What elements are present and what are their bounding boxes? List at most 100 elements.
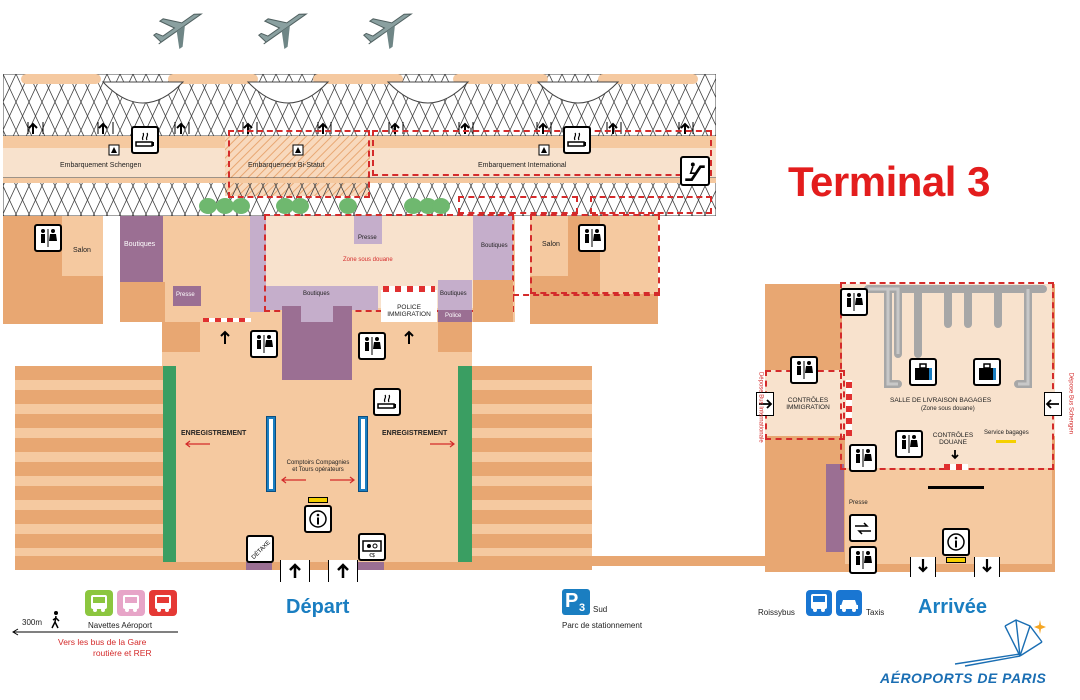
salle-livraison: SALLE DE LIVRAISON BAGAGES — [890, 397, 992, 404]
airplane-icon — [152, 13, 203, 49]
depose-bus-internationale: Dépose Bus Internationale — [757, 371, 764, 443]
enregistrement-right: ENREGISTREMENT — [382, 430, 448, 437]
enregistrement-left: ENREGISTREMENT — [181, 430, 247, 437]
toilets-icon — [849, 444, 877, 472]
arrivals-divider — [928, 486, 984, 489]
zone-boutiques-center: Boutiques — [303, 291, 330, 297]
presse-left — [173, 286, 201, 306]
baggage-icon — [973, 358, 1001, 386]
zone-salon-left: Salon — [73, 247, 91, 254]
hall-bottom-strip — [162, 562, 472, 570]
p3-number: 3 — [579, 602, 586, 614]
arrivals-purple — [826, 464, 844, 552]
zone-boutiques-center-right: Boutiques — [440, 291, 467, 297]
roissybus-label: Roissybus — [758, 608, 795, 617]
arrow-left-icon — [281, 476, 306, 484]
shuttle-bus-red-icon — [149, 590, 177, 616]
svg-text:DÉTAXE: DÉTAXE — [250, 539, 272, 561]
adp-logo-icon — [954, 619, 1046, 667]
info-icon — [304, 505, 332, 533]
svg-text:€$: €$ — [369, 553, 375, 559]
police-box — [438, 310, 472, 322]
police-immigration-box — [381, 290, 437, 322]
zone-presse-center: Presse — [358, 235, 377, 241]
p3-letter: P — [565, 590, 579, 612]
navettes-label: Navettes Aéroport — [88, 621, 153, 630]
boutiques-right-block — [473, 216, 513, 280]
smoking-icon — [131, 126, 159, 154]
boutiques-center-right — [438, 280, 472, 310]
arrow-up-icon — [404, 330, 414, 344]
green-wall-left — [162, 366, 176, 566]
toilets-icon — [250, 330, 278, 358]
controles-immigration: CONTRÔLES IMMIGRATION — [786, 397, 830, 412]
smoking-icon — [373, 388, 401, 416]
arrow-right-icon — [430, 440, 455, 448]
parking-p3-icon: P 3 — [562, 589, 590, 615]
distance-label: 300m — [22, 618, 43, 627]
salon-left-inner — [62, 216, 103, 276]
departure-hall — [162, 348, 472, 570]
presse-arrivee: Presse — [849, 500, 868, 506]
connector-dark — [473, 280, 513, 322]
p3-sud: Sud — [593, 605, 608, 614]
parc-label: Parc de stationnement — [562, 621, 643, 630]
escalator-icon — [680, 156, 710, 186]
hall-bottom-purple-left — [246, 562, 272, 570]
checkin-counter — [266, 416, 276, 492]
parking-left — [15, 366, 163, 570]
baggage-icon — [909, 358, 937, 386]
zone-boutiques-left: Boutiques — [124, 241, 156, 248]
restricted-zone — [513, 294, 660, 324]
hall-left-dark — [120, 282, 165, 322]
routiere-rer-label: routière et RER — [93, 648, 152, 658]
airplane-icon — [257, 13, 308, 49]
detaxe-icon: DÉTAXE — [246, 535, 274, 563]
barrier — [203, 318, 251, 324]
zone-presse-left: Presse — [176, 292, 195, 298]
zone-sous-douane-paren: (Zone sous douane) — [921, 406, 975, 412]
depose-bus-schengen: Dépose Bus Schengen — [1067, 372, 1074, 434]
currency-exchange-icon: €$ — [358, 533, 386, 561]
bus-icon — [806, 590, 832, 616]
pedestrian-icon — [51, 611, 60, 629]
restricted-zone — [228, 130, 370, 198]
boutiques-left — [120, 216, 163, 282]
vers-bus-label: Vers les bus de la Gare — [58, 637, 147, 647]
service-bagages: Service bagages — [984, 430, 1029, 436]
parking-right — [472, 366, 592, 570]
presse-center-box — [354, 216, 382, 244]
checkin-counter — [358, 416, 368, 492]
smoking-icon — [563, 126, 591, 154]
airplane-icon — [362, 13, 413, 49]
info-icon — [942, 528, 970, 556]
exit-door — [910, 557, 936, 577]
taxis-label: Taxis — [866, 608, 885, 617]
zone-police: Police — [445, 313, 462, 319]
corridor-purple — [250, 216, 268, 312]
entrance-door — [328, 560, 358, 582]
restricted-zone — [372, 130, 712, 176]
hall-bottom-purple-right — [358, 562, 384, 570]
taxi-icon — [836, 590, 862, 616]
arrow-left-icon — [185, 440, 210, 448]
toilets-icon — [578, 224, 606, 252]
restricted-zone — [590, 196, 712, 214]
arrivee-label: Arrivée — [918, 596, 987, 618]
zone-salon-right: Salon — [542, 241, 560, 248]
toilets-icon — [849, 546, 877, 574]
toilets-icon — [840, 288, 868, 316]
zone-boutiques-right: Boutiques — [481, 243, 508, 249]
zone-embarquement-international: Embarquement International — [478, 162, 567, 169]
arrow-up-icon — [220, 330, 230, 344]
comptoirs-label: Comptoirs Compagnies et Tours opérateurs — [286, 460, 350, 473]
baggage-carousels — [864, 285, 1047, 388]
toilets-icon — [34, 224, 62, 252]
toilets-icon — [358, 332, 386, 360]
salon-right-inner2 — [600, 216, 658, 294]
shuttle-bus-green-icon — [85, 590, 113, 616]
zone-sous-douane-label: Zone sous douane — [343, 257, 393, 263]
departure-hall-purple — [282, 322, 352, 380]
toilets-icon — [895, 430, 923, 458]
info-desk — [946, 557, 966, 563]
